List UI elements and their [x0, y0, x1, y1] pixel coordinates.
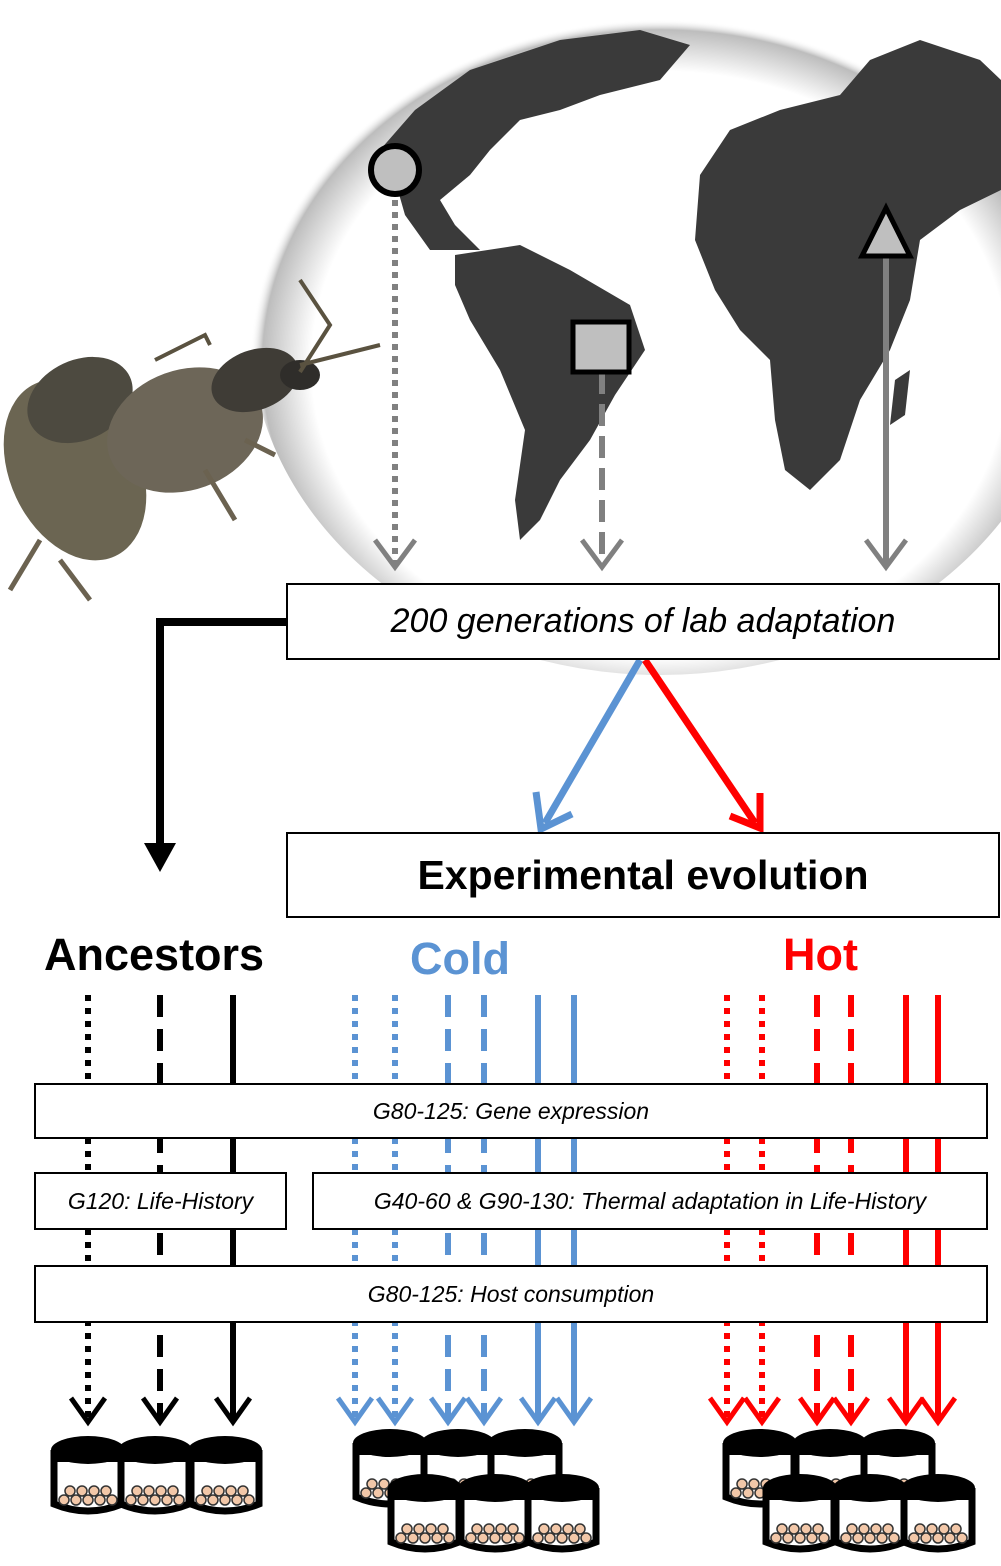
ancestors-arrow [144, 618, 288, 872]
cold-replicate-arrowhead [554, 1396, 594, 1427]
hot-replicate-arrowhead [707, 1396, 747, 1427]
culture-jar [722, 1429, 798, 1508]
madagascar-shape [890, 370, 910, 425]
hot-arrow [642, 658, 764, 834]
culture-jar [524, 1474, 600, 1553]
hot-replicate-arrowhead [918, 1396, 958, 1427]
hot-replicate-arrowhead [831, 1396, 871, 1427]
lab-adaptation-box: 200 generations of lab adaptation [286, 583, 1000, 660]
lab-adaptation-text: 200 generations of lab adaptation [390, 602, 896, 640]
culture-jar [50, 1436, 126, 1515]
dotted-origin-arrowhead [372, 538, 418, 572]
culture-jars [50, 1429, 976, 1553]
culture-jar [900, 1474, 976, 1553]
cold-replicate-arrowhead [518, 1396, 558, 1427]
culture-jar [457, 1474, 533, 1553]
cold-replicate-arrowhead [464, 1396, 504, 1427]
culture-jar [187, 1436, 263, 1515]
cold-replicate-arrowhead [335, 1396, 375, 1427]
ancestors-replicate-arrowhead [140, 1396, 180, 1427]
hot-replicate-arrowhead [797, 1396, 837, 1427]
hot-replicate-arrowhead [742, 1396, 782, 1427]
ancestors-replicate-arrowhead [213, 1396, 253, 1427]
culture-jar [117, 1436, 193, 1515]
thermal-adaptation-text: G40-60 & G90-130: Thermal adaptation in … [373, 1187, 927, 1214]
experimental-evolution-box: Experimental evolution [286, 832, 1000, 918]
circle-marker [368, 143, 422, 197]
ancestors-label: Ancestors [44, 929, 265, 980]
cold-label: Cold [410, 933, 510, 984]
host-consumption-box: G80-125: Host consumption [34, 1265, 988, 1323]
culture-jar [352, 1429, 428, 1508]
north-america-shape [380, 30, 690, 250]
gene-expression-box: G80-125: Gene expression [34, 1083, 988, 1139]
square-marker [570, 319, 632, 375]
culture-jar [387, 1474, 463, 1553]
origin-arrows [372, 200, 909, 572]
life-history-box: G120: Life-History [34, 1172, 287, 1230]
south-america-shape [455, 245, 645, 540]
triangle-marker [857, 202, 915, 259]
host-consumption-text: G80-125: Host consumption [367, 1280, 655, 1307]
hot-label: Hot [783, 929, 858, 980]
life-history-text: G120: Life-History [67, 1187, 254, 1214]
solid-origin-arrowhead [863, 538, 909, 572]
afro-eurasia-shape [695, 40, 1001, 490]
hot-replicate-arrowhead [886, 1396, 926, 1427]
cold-replicate-arrowhead [375, 1396, 415, 1427]
culture-jar [832, 1474, 908, 1553]
origin-markers [368, 143, 915, 375]
cold-arrow [532, 658, 644, 835]
culture-jar [762, 1474, 838, 1553]
dashed-origin-arrowhead [579, 538, 625, 572]
beetles-illustration [3, 278, 381, 602]
cold-replicate-arrowhead [428, 1396, 468, 1427]
thermal-adaptation-box: G40-60 & G90-130: Thermal adaptation in … [312, 1172, 988, 1230]
gene-expression-text: G80-125: Gene expression [372, 1097, 650, 1124]
experimental-evolution-text: Experimental evolution [417, 851, 869, 898]
ancestors-replicate-arrowhead [68, 1396, 108, 1427]
